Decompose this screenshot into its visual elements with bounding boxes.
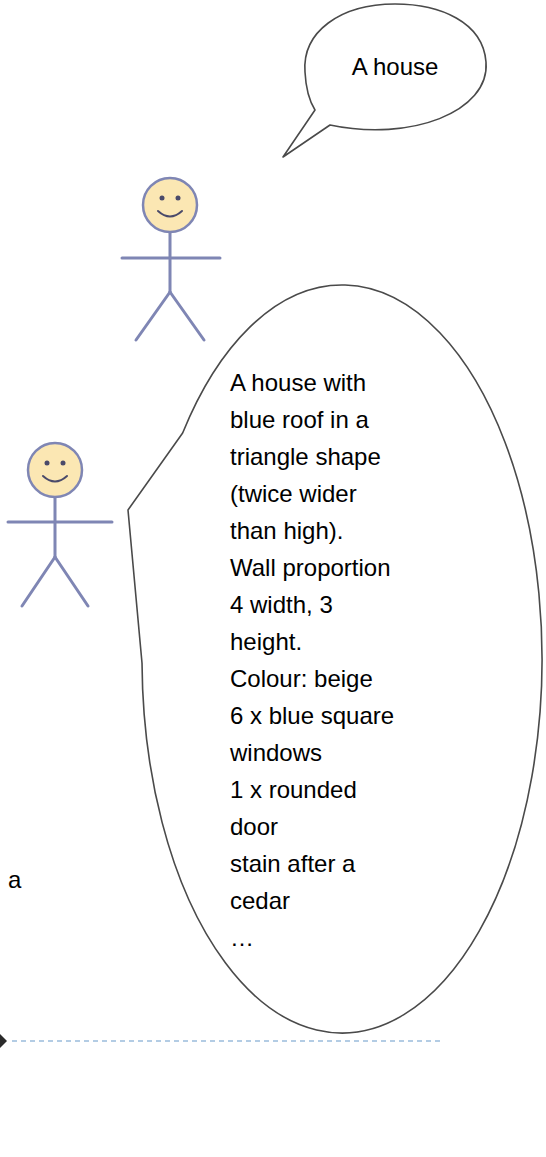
bubble-line: Wall proportion 4 width, 3 height. [230, 549, 402, 660]
bubble-line: Colour: beige [230, 660, 402, 697]
speech-bubble: A house [300, 2, 490, 132]
bubble-line: … [230, 919, 402, 956]
bubble-text: A house [300, 2, 490, 132]
speech-bubble: A house with blue roof in a triangle sha… [140, 283, 544, 1035]
bubble-line: 1 x rounded door [230, 771, 402, 845]
bubble-line: 6 x blue square windows [230, 697, 402, 771]
bubble-line: A house [352, 52, 439, 82]
footer-rule [12, 1040, 440, 1042]
bubble-line: A house with blue roof in a triangle sha… [230, 364, 402, 549]
stray-text: a [8, 866, 21, 894]
bubble-line: stain after a cedar [230, 845, 402, 919]
bubble-text: A house with blue roof in a triangle sha… [230, 364, 402, 956]
stick-figure-top [122, 178, 220, 340]
footer-marker [0, 1034, 7, 1048]
stick-figure-bottom [8, 443, 112, 606]
